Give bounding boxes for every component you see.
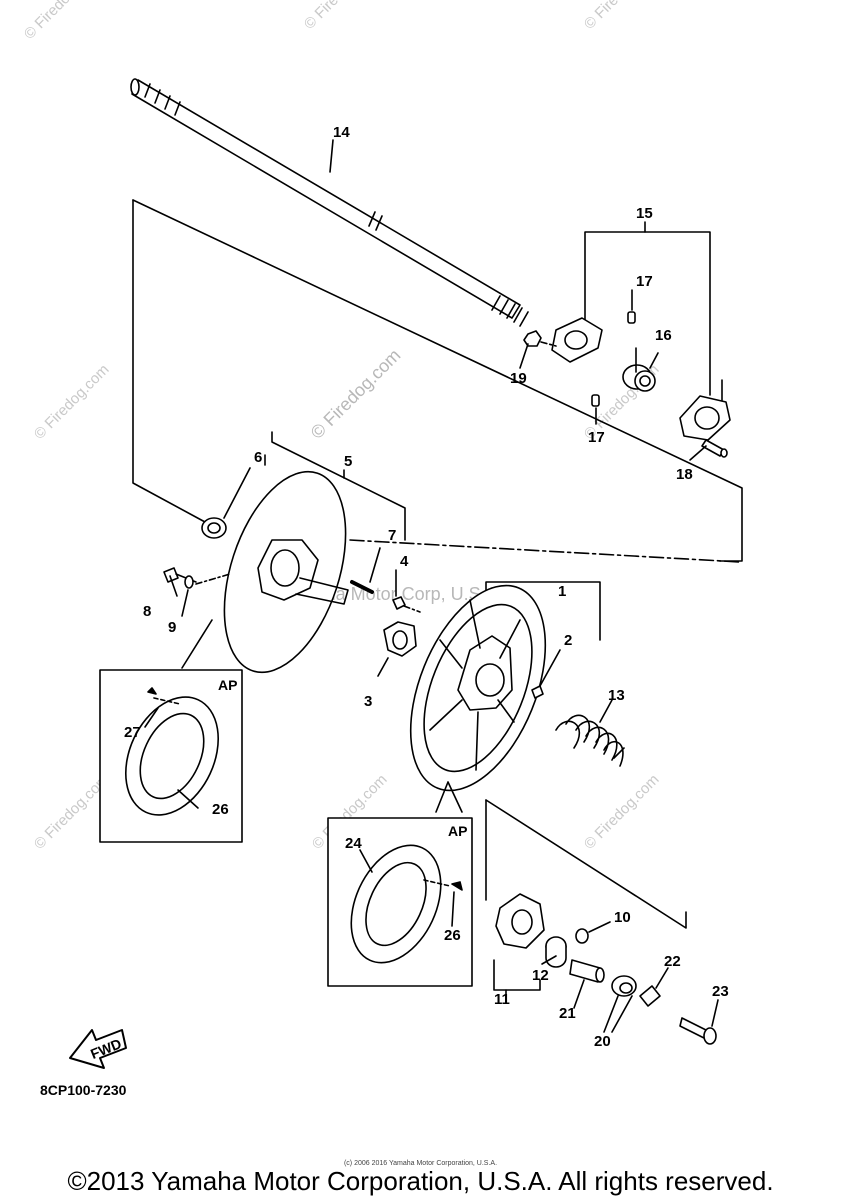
label-24: 24 [345,835,362,852]
part-labels: 14 15 17 16 19 17 18 6 5 7 4 8 9 1 2 3 1… [88,124,729,1062]
cap-10 [575,921,611,944]
label-12: 12 [532,967,549,984]
bracket-5 [271,431,406,541]
washer-22 [639,967,669,1007]
collar-6 [201,467,251,539]
bolt-18 [701,439,728,458]
bracket-15 [584,221,711,396]
label-17-lower: 17 [588,429,605,446]
bolt-4 [392,596,421,613]
fixed-sheave-5 [223,470,349,674]
set-screw-17 [627,289,636,324]
watermark-text: © Firedog.com [581,771,663,853]
movable-sheave-1 [409,581,601,792]
label-10: 10 [614,909,631,926]
nut-19 [523,330,557,347]
label-13: 13 [608,687,625,704]
label-3: 3 [364,693,372,710]
label-23: 23 [712,983,729,1000]
washer-9 [184,573,231,589]
watermark-text: © Firedog.com [307,345,405,443]
leader-lines [144,343,707,965]
set-screw-17-lower [591,394,600,425]
cam-bracket [485,799,687,929]
label-16: 16 [655,327,672,344]
label-2: 2 [564,632,572,649]
label-19: 19 [510,370,527,387]
label-11: 11 [494,991,510,1008]
label-20: 20 [594,1033,611,1050]
label-ap-right: AP [448,823,467,839]
label-18: 18 [676,466,693,483]
fwd-arrow-icon [69,1029,127,1069]
label-5: 5 [344,453,352,470]
collar-21 [569,959,605,1009]
slider-12 [545,936,567,968]
bolt-23 [679,999,719,1045]
label-4: 4 [400,553,409,570]
label-9: 9 [168,619,176,636]
bearing-housing-right [679,379,731,441]
cam-11 [493,893,545,1001]
watermark-text: © Firedog.com [301,0,383,33]
label-ap-left: AP [218,677,237,693]
label-17: 17 [636,273,653,290]
drawing-code: 8CP100-7230 [40,1082,127,1098]
watermark-text: © Firedog.com [581,0,663,33]
nut-20 [603,975,637,1033]
pin-7 [350,547,381,594]
watermark-text: © Firedog.com [31,361,113,443]
label-22: 22 [664,953,681,970]
bearing-16 [622,352,659,392]
plate-3 [377,621,417,677]
watermark-text: © Firedog.com [21,0,103,43]
bolt-2 [531,649,561,699]
label-15: 15 [636,205,653,222]
shaft-14 [130,78,529,327]
label-27: 27 [124,724,141,741]
label-8: 8 [143,603,151,620]
ap-box-left [99,619,243,843]
fine-print: (c) 2006 2016 Yamaha Motor Corporation, … [343,1160,498,1167]
label-7: 7 [388,527,396,544]
label-21: 21 [559,1005,576,1022]
label-26-left: 26 [212,801,229,818]
label-14: 14 [333,124,350,141]
bearing-housing-left [551,317,603,363]
label-6: 6 [254,449,262,466]
spring-13 [555,699,625,767]
copyright-notice: ©2013 Yamaha Motor Corporation, U.S.A. A… [67,1166,774,1196]
ap-box-right [327,781,473,987]
reference-box [132,199,743,563]
label-1: 1 [558,583,566,600]
label-26-right: 26 [444,927,461,944]
